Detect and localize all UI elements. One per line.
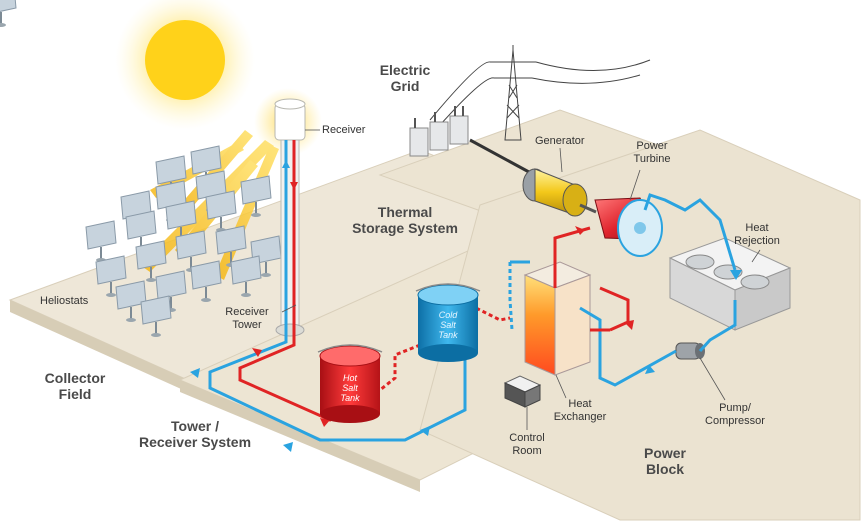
heat-exchanger-icon: [523, 261, 592, 376]
tower-receiver-section-label: Tower /Receiver System: [138, 418, 252, 450]
transmission-tower-icon: [429, 45, 651, 141]
label-leader-lines: [281, 129, 761, 430]
ground-platforms: [8, 109, 861, 521]
hot-salt-tank-icon: [317, 344, 383, 423]
transformers-icon: [409, 106, 469, 157]
flow-arrows: [190, 226, 742, 452]
heliostats-label: Heliostats: [40, 295, 89, 307]
receiver-label: Receiver: [322, 124, 366, 136]
collector-field-platform-edge: [10, 300, 210, 402]
heliostat: [0, 0, 17, 27]
power-turbine-icon: [579, 197, 663, 257]
heat-rejection-icon: [668, 237, 792, 331]
generator-icon: [522, 168, 588, 217]
tower-receiver-platform-edge: [180, 380, 420, 492]
cold-salt-tank-icon: [415, 283, 481, 362]
receiver-tower: [254, 88, 322, 337]
generator-label: Generator: [535, 135, 585, 147]
control-room-icon: [503, 375, 542, 408]
pump-compressor-label: Pump/Compressor: [705, 402, 765, 427]
cold-loop-pipes: [208, 193, 737, 442]
heliostat-field: [0, 0, 17, 27]
sun-icon: [145, 20, 225, 100]
